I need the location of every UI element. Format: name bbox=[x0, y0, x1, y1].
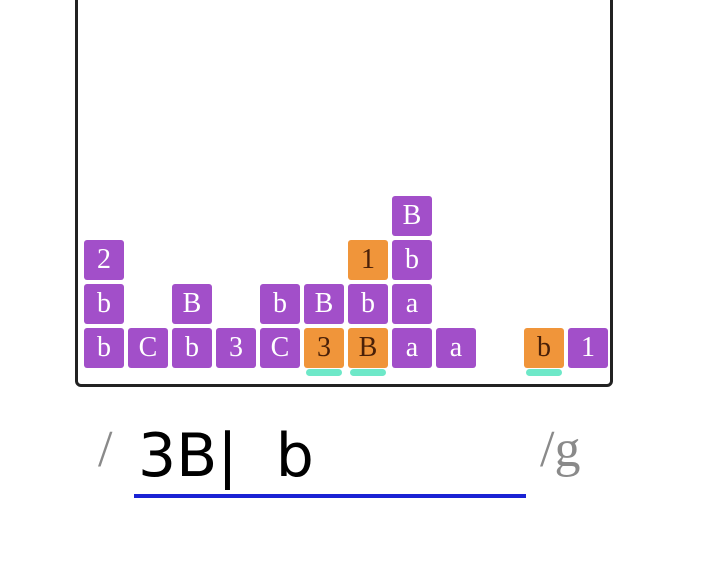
regex-flags-delimiter: /g bbox=[540, 421, 581, 478]
tile[interactable]: 3 bbox=[304, 328, 344, 368]
tile[interactable]: a bbox=[392, 284, 432, 324]
tile[interactable]: b bbox=[524, 328, 564, 368]
tile[interactable]: B bbox=[392, 196, 432, 236]
regex-input[interactable] bbox=[134, 418, 526, 498]
tile[interactable]: B bbox=[348, 328, 388, 368]
tile[interactable]: b bbox=[260, 284, 300, 324]
tile[interactable]: 3 bbox=[216, 328, 256, 368]
regex-open-delimiter: / bbox=[98, 421, 113, 478]
tile[interactable]: 1 bbox=[568, 328, 608, 368]
tile[interactable]: C bbox=[128, 328, 168, 368]
tile[interactable]: b bbox=[172, 328, 212, 368]
tile[interactable]: B bbox=[304, 284, 344, 324]
match-highlight bbox=[526, 369, 562, 376]
tile[interactable]: b bbox=[84, 284, 124, 324]
tile[interactable]: 2 bbox=[84, 240, 124, 280]
tile[interactable]: b bbox=[392, 240, 432, 280]
match-highlight bbox=[350, 369, 386, 376]
tile[interactable]: 1 bbox=[348, 240, 388, 280]
match-highlight bbox=[306, 369, 342, 376]
tile[interactable]: b bbox=[84, 328, 124, 368]
tile[interactable]: a bbox=[436, 328, 476, 368]
tile[interactable]: C bbox=[260, 328, 300, 368]
tile[interactable]: b bbox=[348, 284, 388, 324]
tile[interactable]: a bbox=[392, 328, 432, 368]
tile[interactable]: B bbox=[172, 284, 212, 324]
